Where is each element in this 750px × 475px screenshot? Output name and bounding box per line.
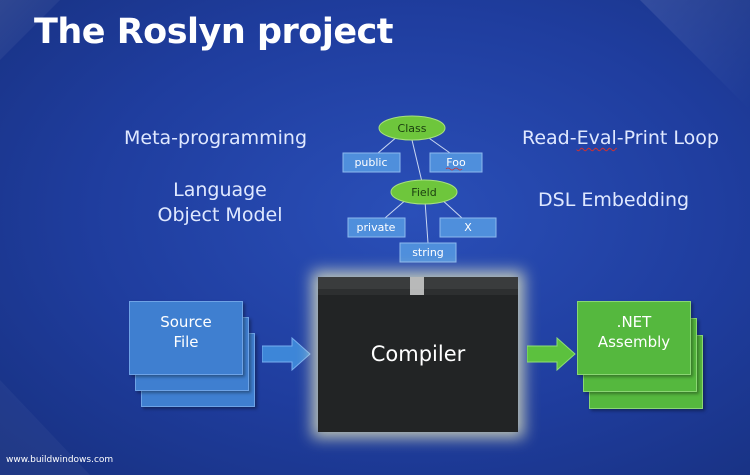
repl-part-3: -Print Loop [616,127,719,149]
compiler-glint [410,277,424,295]
assembly-line-2: Assembly [597,333,671,351]
node-string-label: string [412,246,444,259]
node-class-shape [378,115,446,141]
dsl-embedding-label: DSL Embedding [538,189,690,211]
compiler-window: Compiler [318,277,518,432]
node-foo: Foo [429,152,483,173]
node-foo-label: Foo [446,156,466,169]
edge-field-string [424,200,429,244]
node-foo-shape [429,152,483,173]
node-field-shape [390,179,458,205]
meta-programming-label: Meta-programming [124,127,308,149]
node-private-shape [347,217,406,238]
lom-line-2: Object Model [157,204,283,226]
repl-part-1: Read- [522,127,577,149]
edge-class-public [377,135,399,154]
node-string: string [399,242,457,263]
footer-url: www.buildwindows.com [6,455,114,465]
source-line-2: File [173,333,199,351]
node-x-shape [439,217,497,238]
source-card-front: Source File [129,301,243,375]
source-line-1: Source [160,313,212,331]
node-field-label: Field [411,186,436,199]
assembly-line-1: .NET [616,313,652,331]
language-object-model-label: Language Object Model [150,178,290,228]
edge-class-foo [425,135,451,154]
node-class: Class [378,115,446,141]
node-private: private [347,217,406,238]
arrow-to-assembly [527,336,576,372]
node-public-label: public [354,156,387,169]
node-class-label: Class [398,122,427,135]
node-x-label: X [464,221,472,234]
repl-part-2: Eval [576,127,617,149]
edge-class-field [411,139,423,183]
lom-line-1: Language [173,179,267,201]
node-string-shape [399,242,457,263]
node-public: public [342,152,401,173]
foo-spell-squiggle [445,167,463,171]
arrow-to-assembly-shape [527,336,576,372]
node-private-label: private [357,221,396,234]
arrow-to-compiler-shape [262,336,311,372]
slide-title: The Roslyn project [34,12,394,52]
assembly-card-front: .NET Assembly [577,301,691,375]
node-x: X [439,217,497,238]
repl-label: Read-Eval-Print Loop [522,127,719,149]
compiler-label: Compiler [370,342,466,366]
node-public-shape [342,152,401,173]
arrow-to-compiler [262,336,311,372]
node-field: Field [390,179,458,205]
